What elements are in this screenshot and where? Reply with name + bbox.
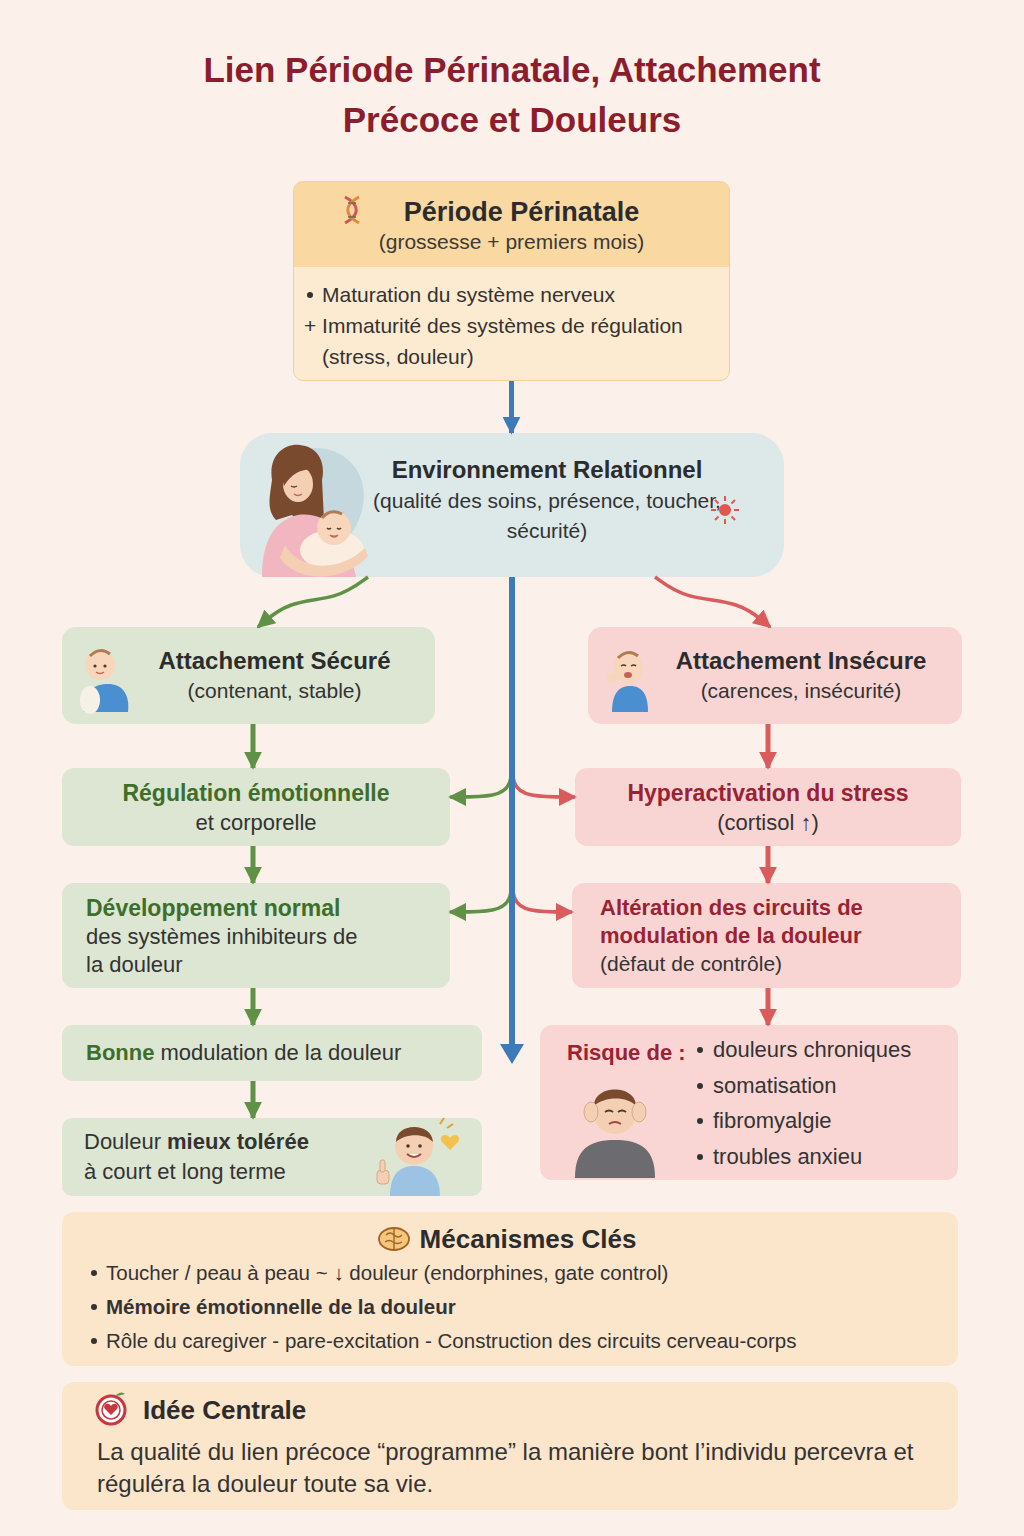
node-text: Maturation du système nerveux: [294, 279, 729, 310]
process-box: Hyperactivation du stress(cortisol ↑): [575, 768, 961, 846]
node-text: et corporelle: [72, 808, 440, 837]
risk-box: Risque de : douleurs chroniques somatisati…: [540, 1025, 958, 1180]
node-text: (carences, insécurité): [650, 676, 952, 706]
node-text: (dèfaut de contrôle): [600, 950, 947, 978]
connector-arrow: [509, 381, 514, 433]
connector-arrow: [450, 577, 512, 912]
node-text: (cortisol ↑): [585, 808, 951, 837]
environment-box: Environnement Relationnel(qualité des so…: [240, 433, 784, 577]
connector-arrow: [512, 577, 572, 912]
central-idea-panel: Idée Centrale La qualité du lien précoce …: [62, 1382, 958, 1510]
node-text: Toucher / peau à peau ~ ↓ douleur (endor…: [88, 1256, 928, 1290]
node-text: à court et long terme: [84, 1157, 382, 1187]
connector-arrow: [251, 988, 256, 1025]
node-text: douleurs chroniques: [713, 1035, 911, 1065]
diagram-title: Lien Période Périnatale, Attachement Pré…: [187, 45, 837, 145]
node-text: des systèmes inhibiteurs de la douleur: [86, 923, 374, 979]
period-box: Période Périnatale(grossesse + premiers …: [293, 181, 730, 381]
node-text: (qualité des soins, présence, toucher, s…: [360, 486, 734, 546]
node-heading: Développement normal: [86, 893, 374, 923]
connector-arrow: [766, 724, 771, 768]
node-heading: Régulation émotionnelle: [72, 778, 440, 808]
node-text: Rôle du caregiver - pare-excitation - Co…: [88, 1324, 928, 1358]
node-heading: Attachement Insécure: [650, 645, 952, 676]
outcome-box: Douleurmieux tolérée à court et long term…: [62, 1118, 482, 1196]
node-text: fibromyalgie: [713, 1106, 832, 1136]
central-arrow: [500, 577, 524, 1064]
process-box: Altération des circuits de modulation de…: [572, 883, 961, 988]
node-text: somatisation: [713, 1071, 837, 1101]
node-text: + Immaturité des systèmes de régulation …: [294, 310, 729, 372]
node-heading: Hyperactivation du stress: [585, 778, 951, 808]
connector-arrow: [766, 846, 771, 883]
connector-arrow: [251, 724, 256, 768]
connector-arrow: [512, 577, 575, 797]
node-text: (grossesse + premiers mois): [294, 229, 729, 255]
node-text: (contenant, stable): [124, 676, 425, 706]
insecure-box: Attachement Insécure(carences, insécurit…: [588, 627, 962, 724]
trunk-line: [509, 577, 515, 1046]
connector-arrow: [258, 577, 368, 627]
mechanisms-panel: Mécanismes ClésToucher / peau à peau ~ ↓…: [62, 1212, 958, 1366]
node-heading: Environnement Relationnel: [360, 454, 734, 486]
node-heading: Mécanismes Clés: [88, 1222, 928, 1256]
process-box: Régulation émotionnelleet corporelle: [62, 768, 450, 846]
trunk-arrowhead: [500, 1044, 524, 1064]
node-heading: Attachement Sécuré: [124, 645, 425, 676]
connector-arrow: [766, 988, 771, 1025]
connector-arrow: [655, 577, 770, 627]
node-heading: Risque de :: [567, 1038, 686, 1068]
node-text: mieux tolérée: [167, 1129, 309, 1154]
process-box: Développement normaldes systèmes inhibit…: [62, 883, 450, 988]
node-heading: Altération des circuits de modulation de…: [600, 894, 947, 950]
node-text: Mémoire émotionnelle de la douleur: [88, 1290, 928, 1324]
connector-arrow: [251, 846, 256, 883]
process-box: Bonnemodulation de la douleur: [62, 1025, 482, 1081]
node-heading: Idée Centrale: [97, 1394, 928, 1426]
node-heading: Période Périnatale: [294, 196, 729, 229]
connector-arrow: [251, 1081, 256, 1118]
node-text: troubles anxieu: [713, 1142, 862, 1172]
connector-arrow: [450, 577, 512, 797]
node-heading: Bonne: [86, 1040, 154, 1065]
node-text: modulation de la douleur: [160, 1040, 401, 1065]
node-text: La qualité du lien précoce “programme” l…: [97, 1436, 928, 1500]
node-heading: Douleur: [84, 1129, 161, 1154]
secure-box: Attachement Sécuré(contenant, stable): [62, 627, 435, 724]
